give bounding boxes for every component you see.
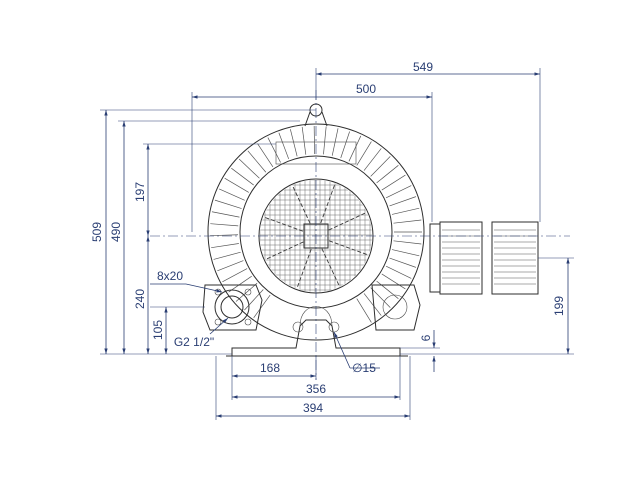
port-flange-right [372,285,420,330]
port-bolt-hole [245,319,251,325]
cooling-fin [377,165,399,183]
mount-hole-left [293,322,303,332]
cooling-fin [231,168,253,185]
port-right-bore [383,295,407,319]
cooling-fin [393,241,421,244]
cooling-fin [323,126,326,154]
cooling-fin [239,159,259,178]
cooling-fin [215,200,242,208]
cooling-fin [257,144,272,167]
port-flange-right-outline [372,285,420,330]
port-bolt-hole [215,319,221,325]
dim-label-197: 197 [133,182,147,202]
cooling-fin [357,142,372,166]
cooling-fin [248,151,266,172]
dim-label-394: 394 [303,401,323,415]
cooling-fin [268,138,281,163]
cooling-fin [371,156,391,176]
dim-label-509: 509 [90,222,104,242]
cooling-fin [210,235,238,236]
dim-label-6: 6 [419,334,433,341]
dim-label-549: 549 [413,60,433,74]
cooling-fin [364,148,381,170]
dim-label-port-thread: G2 1/2" [174,335,214,349]
motor [430,222,538,294]
port-bore-outer [215,290,249,324]
motor-flange [430,224,440,292]
motor-end-cap [492,222,538,294]
dim-label-168: 168 [260,361,280,375]
fan-spoke [322,249,339,286]
cooling-fin [219,189,245,200]
cooling-fin [210,224,238,226]
mount-hole-right [329,322,339,332]
leader-mount-hole [334,332,350,368]
dim-label-bolt-pattern: 8x20 [157,269,183,283]
cooling-fin [390,197,416,206]
dim-label-356: 356 [306,382,326,396]
dim-label-490: 490 [109,222,123,242]
cooling-fin [390,258,416,267]
dim-label-hole-diameter: ∅15 [352,361,376,375]
cooling-fin [386,266,411,278]
cooling-fin [357,299,372,323]
cooling-fin [382,175,406,190]
cooling-fin [382,274,406,289]
base [226,307,408,357]
cooling-fin [392,208,419,214]
cooling-fin [392,250,419,256]
leader-port-thread [210,318,228,334]
port-bolt-hole [245,289,251,295]
motor-body [440,222,482,294]
cooling-fin [377,281,399,299]
port-flange [203,285,262,330]
cooling-fin [341,131,350,158]
dim-label-105: 105 [151,320,165,340]
port-flange-outline [203,285,262,330]
cooling-fin [393,220,421,223]
cooling-fin [386,186,411,198]
cooling-fin [349,136,361,161]
cooling-fin [217,261,243,271]
cooling-fin [290,129,297,156]
cooling-fin [225,178,249,192]
dim-label-500: 500 [356,82,376,96]
fan-spoke [293,186,310,223]
cooling-fin [302,127,306,155]
cooling-fin [211,244,239,248]
fan-spoke [266,242,303,259]
dim-label-199: 199 [552,296,566,316]
cooling-fin [212,212,239,217]
dim-label-240: 240 [133,289,147,309]
cooling-fin [214,252,241,259]
cooling-fin [222,269,247,282]
motor-fins [442,230,536,284]
fan-spoke [329,213,366,230]
port-bolt-hole [215,289,221,295]
cooling-fin [279,133,289,159]
